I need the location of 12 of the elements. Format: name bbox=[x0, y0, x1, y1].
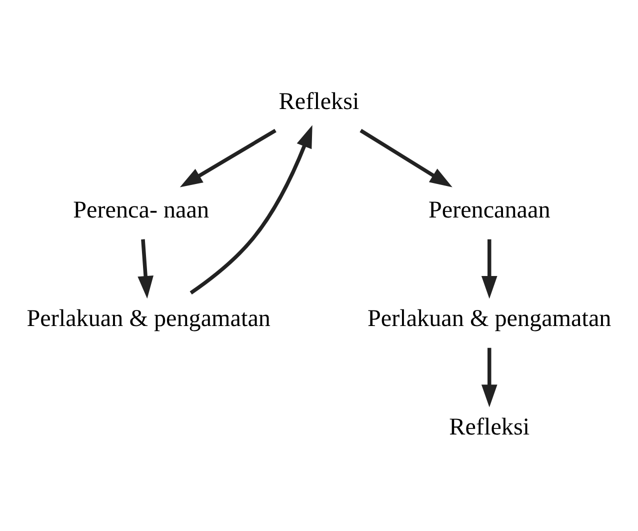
arrow bbox=[180, 128, 276, 187]
node-text: Perenca- naan bbox=[73, 196, 210, 223]
node-text: Refleksi bbox=[449, 414, 530, 440]
arrow bbox=[360, 128, 452, 187]
node-text: Refleksi bbox=[278, 88, 360, 114]
node-text: Perlakuan & pengamatan bbox=[26, 306, 270, 332]
arrow bbox=[190, 124, 312, 294]
arrow bbox=[481, 347, 498, 407]
node-text: Perencanaan bbox=[428, 196, 550, 223]
arrow bbox=[481, 238, 498, 298]
arrow bbox=[138, 238, 154, 298]
node-text: Perlakuan & pengamatan bbox=[368, 306, 612, 332]
